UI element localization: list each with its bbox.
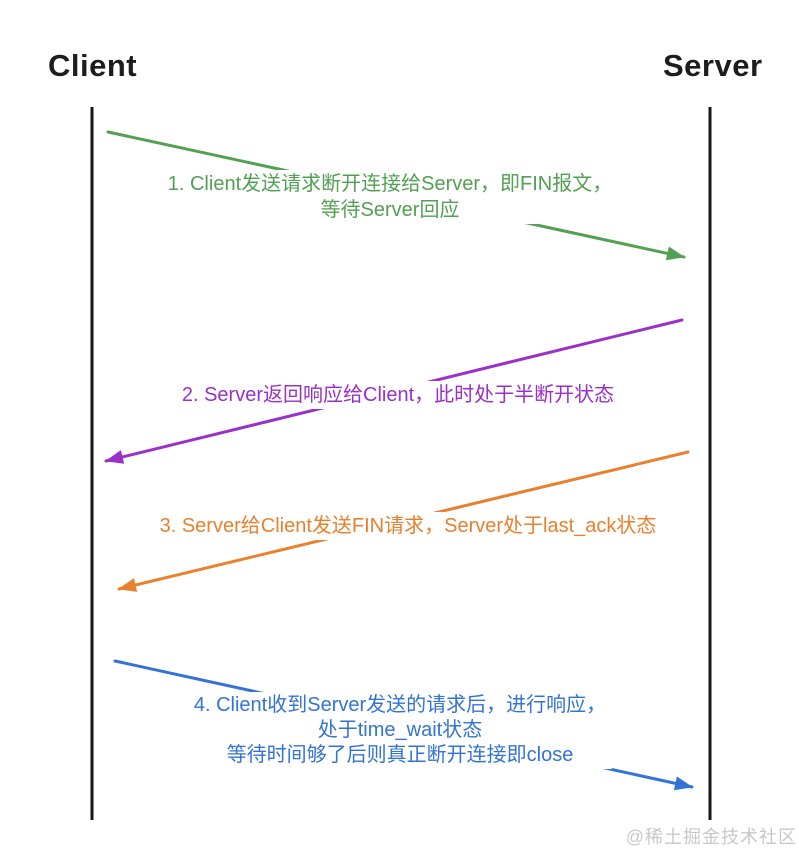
step1-annotation-line1: 1. Client发送请求断开连接给Server，即FIN报文， <box>167 173 613 195</box>
juejin-watermark: @稀土掘金技术社区 <box>625 827 797 847</box>
step4-annotation-line2: 处于time_wait状态 <box>317 719 483 741</box>
participant-label-server: Server <box>663 48 763 83</box>
step3-annotation-line1: 3. Server给Client发送FIN请求，Server处于last_ack… <box>159 515 657 537</box>
step2-annotation: 2. Server返回响应给Client，此时处于半断开状态 <box>175 381 621 409</box>
step1-annotation: 1. Client发送请求断开连接给Server，即FIN报文， 等待Serve… <box>161 170 619 224</box>
step1-annotation-line2: 等待Server回应 <box>320 199 460 221</box>
step4-annotation: 4. Client收到Server发送的请求后，进行响应， 处于time_wai… <box>187 692 613 769</box>
step2-annotation-line1: 2. Server返回响应给Client，此时处于半断开状态 <box>181 384 615 406</box>
step4-annotation-line3: 等待时间够了后则真正断开连接即close <box>226 744 574 766</box>
participant-label-client: Client <box>48 48 138 83</box>
step3-annotation: 3. Server给Client发送FIN请求，Server处于last_ack… <box>153 512 663 540</box>
step4-annotation-line1: 4. Client收到Server发送的请求后，进行响应， <box>193 694 607 716</box>
